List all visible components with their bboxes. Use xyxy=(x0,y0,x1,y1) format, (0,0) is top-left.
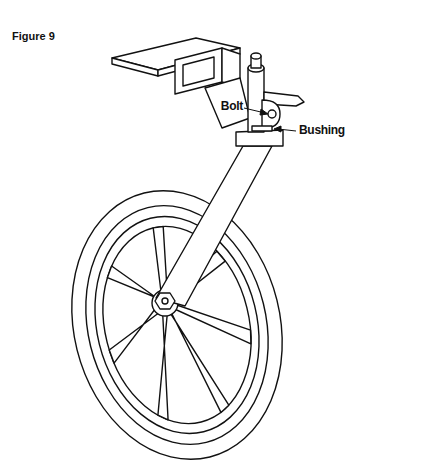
knob xyxy=(251,53,261,59)
part-label: Bolt xyxy=(220,100,244,113)
part-label: Bushing xyxy=(298,124,346,137)
spoke xyxy=(162,300,229,412)
bracket xyxy=(205,78,250,128)
fork-leg xyxy=(156,146,272,306)
tire xyxy=(44,168,310,466)
spoke xyxy=(158,300,168,420)
leader-arrow xyxy=(260,109,268,115)
figure-title: Figure 9 xyxy=(12,30,55,42)
bolt xyxy=(268,110,276,118)
leader-arrow xyxy=(274,126,281,132)
axle-nut xyxy=(155,293,175,309)
bushing xyxy=(252,126,272,131)
